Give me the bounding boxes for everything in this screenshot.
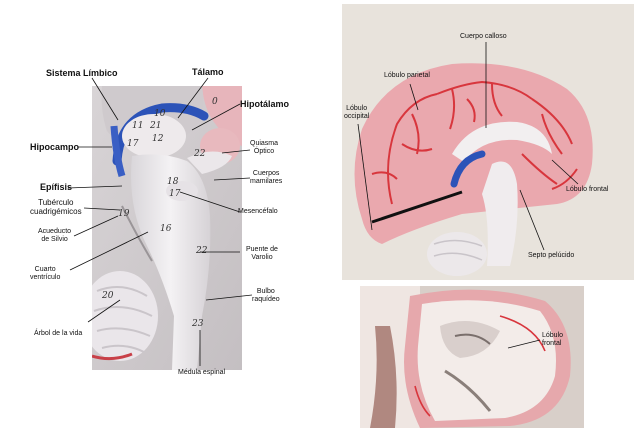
label-cuarto-ventriculo: Cuarto ventrículo bbox=[30, 266, 61, 281]
label-tuberculo-cuadrigemicos: Tubérculo cuadrigémicos bbox=[30, 198, 82, 216]
svg-text:10: 10 bbox=[154, 109, 166, 119]
svg-text:18: 18 bbox=[167, 177, 179, 187]
sagittal-brain-image bbox=[342, 4, 634, 280]
dissected-brain-panel bbox=[360, 286, 584, 428]
svg-text:21: 21 bbox=[149, 121, 161, 131]
svg-text:12: 12 bbox=[152, 134, 164, 144]
svg-text:19: 19 bbox=[118, 209, 130, 219]
label-cuerpo-calloso: Cuerpo calloso bbox=[460, 33, 507, 40]
svg-text:17: 17 bbox=[169, 189, 181, 199]
label-lobulo-parietal: Lóbulo parietal bbox=[384, 72, 430, 79]
svg-text:22: 22 bbox=[193, 149, 206, 159]
label-lobulo-frontal-top: Lóbulo frontal bbox=[566, 186, 609, 193]
label-epifisis: Epífisis bbox=[40, 182, 73, 192]
brainstem-photo-panel: 10 11 21 12 17 22 18 17 19 16 22 20 23 0 bbox=[82, 86, 242, 370]
dissected-brain-image bbox=[360, 286, 584, 428]
label-acueducto-silvio: Acueducto de Silvio bbox=[38, 228, 72, 243]
label-sistema-limbico: Sistema Límbico bbox=[46, 68, 118, 78]
label-cuerpos-mamilares: Cuerpos mamilares bbox=[250, 170, 283, 185]
label-hipotalamo: Hipotálamo bbox=[240, 99, 290, 109]
sagittal-brain-panel bbox=[342, 4, 634, 280]
label-talamo: Tálamo bbox=[192, 67, 224, 77]
svg-text:0: 0 bbox=[212, 97, 218, 107]
svg-text:20: 20 bbox=[101, 291, 114, 301]
label-septo-pelucido: Septo pelúcido bbox=[528, 252, 575, 259]
svg-text:11: 11 bbox=[132, 121, 143, 131]
svg-text:23: 23 bbox=[191, 319, 204, 329]
svg-text:22: 22 bbox=[195, 246, 208, 256]
label-puente-varolio: Puente de Varolio bbox=[246, 246, 278, 261]
svg-text:16: 16 bbox=[160, 224, 172, 234]
brainstem-model-image: 10 11 21 12 17 22 18 17 19 16 22 20 23 0 bbox=[82, 86, 242, 370]
label-hipocampo: Hipocampo bbox=[30, 142, 80, 152]
label-medula-espinal: Médula espinal bbox=[178, 369, 226, 376]
label-quiasma-optico: Quiasma Óptico bbox=[250, 140, 279, 155]
svg-text:17: 17 bbox=[127, 139, 139, 149]
label-arbol-vida: Árbol de la vida bbox=[34, 330, 83, 337]
label-mesencefalo: Mesencéfalo bbox=[238, 208, 278, 215]
label-lobulo-frontal-bottom: Lóbulo frontal bbox=[542, 332, 564, 347]
label-lobulo-occipital: Lóbulo occipital bbox=[344, 105, 370, 120]
label-bulbo-raquideo: Bulbo raquídeo bbox=[252, 288, 280, 303]
